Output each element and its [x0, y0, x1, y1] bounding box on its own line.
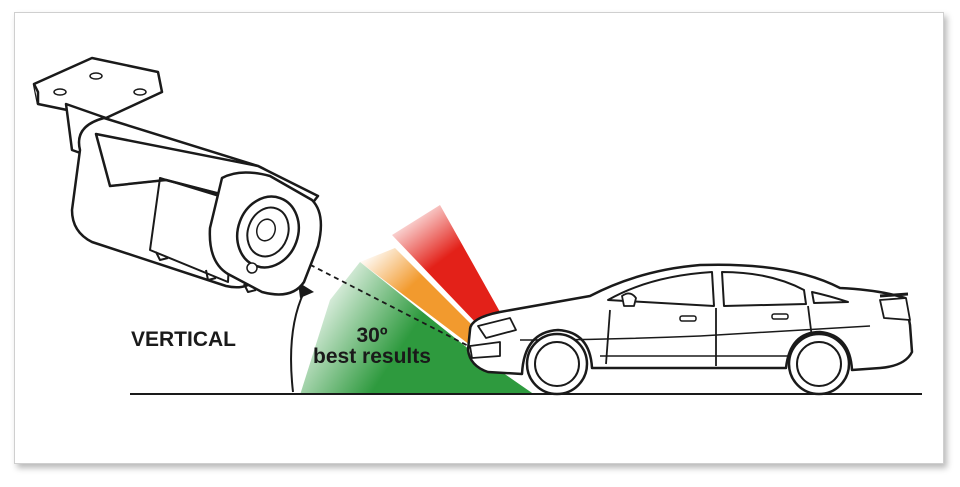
car-icon — [466, 263, 914, 396]
angle-label: 30º — [356, 324, 387, 347]
caution-zone-wedge — [360, 248, 475, 345]
camera-icon — [32, 56, 323, 296]
angle-caption: best results — [313, 345, 431, 368]
angle-arc — [290, 291, 305, 393]
orientation-label: VERTICAL — [131, 328, 236, 351]
bad-zone-wedge — [392, 205, 500, 325]
